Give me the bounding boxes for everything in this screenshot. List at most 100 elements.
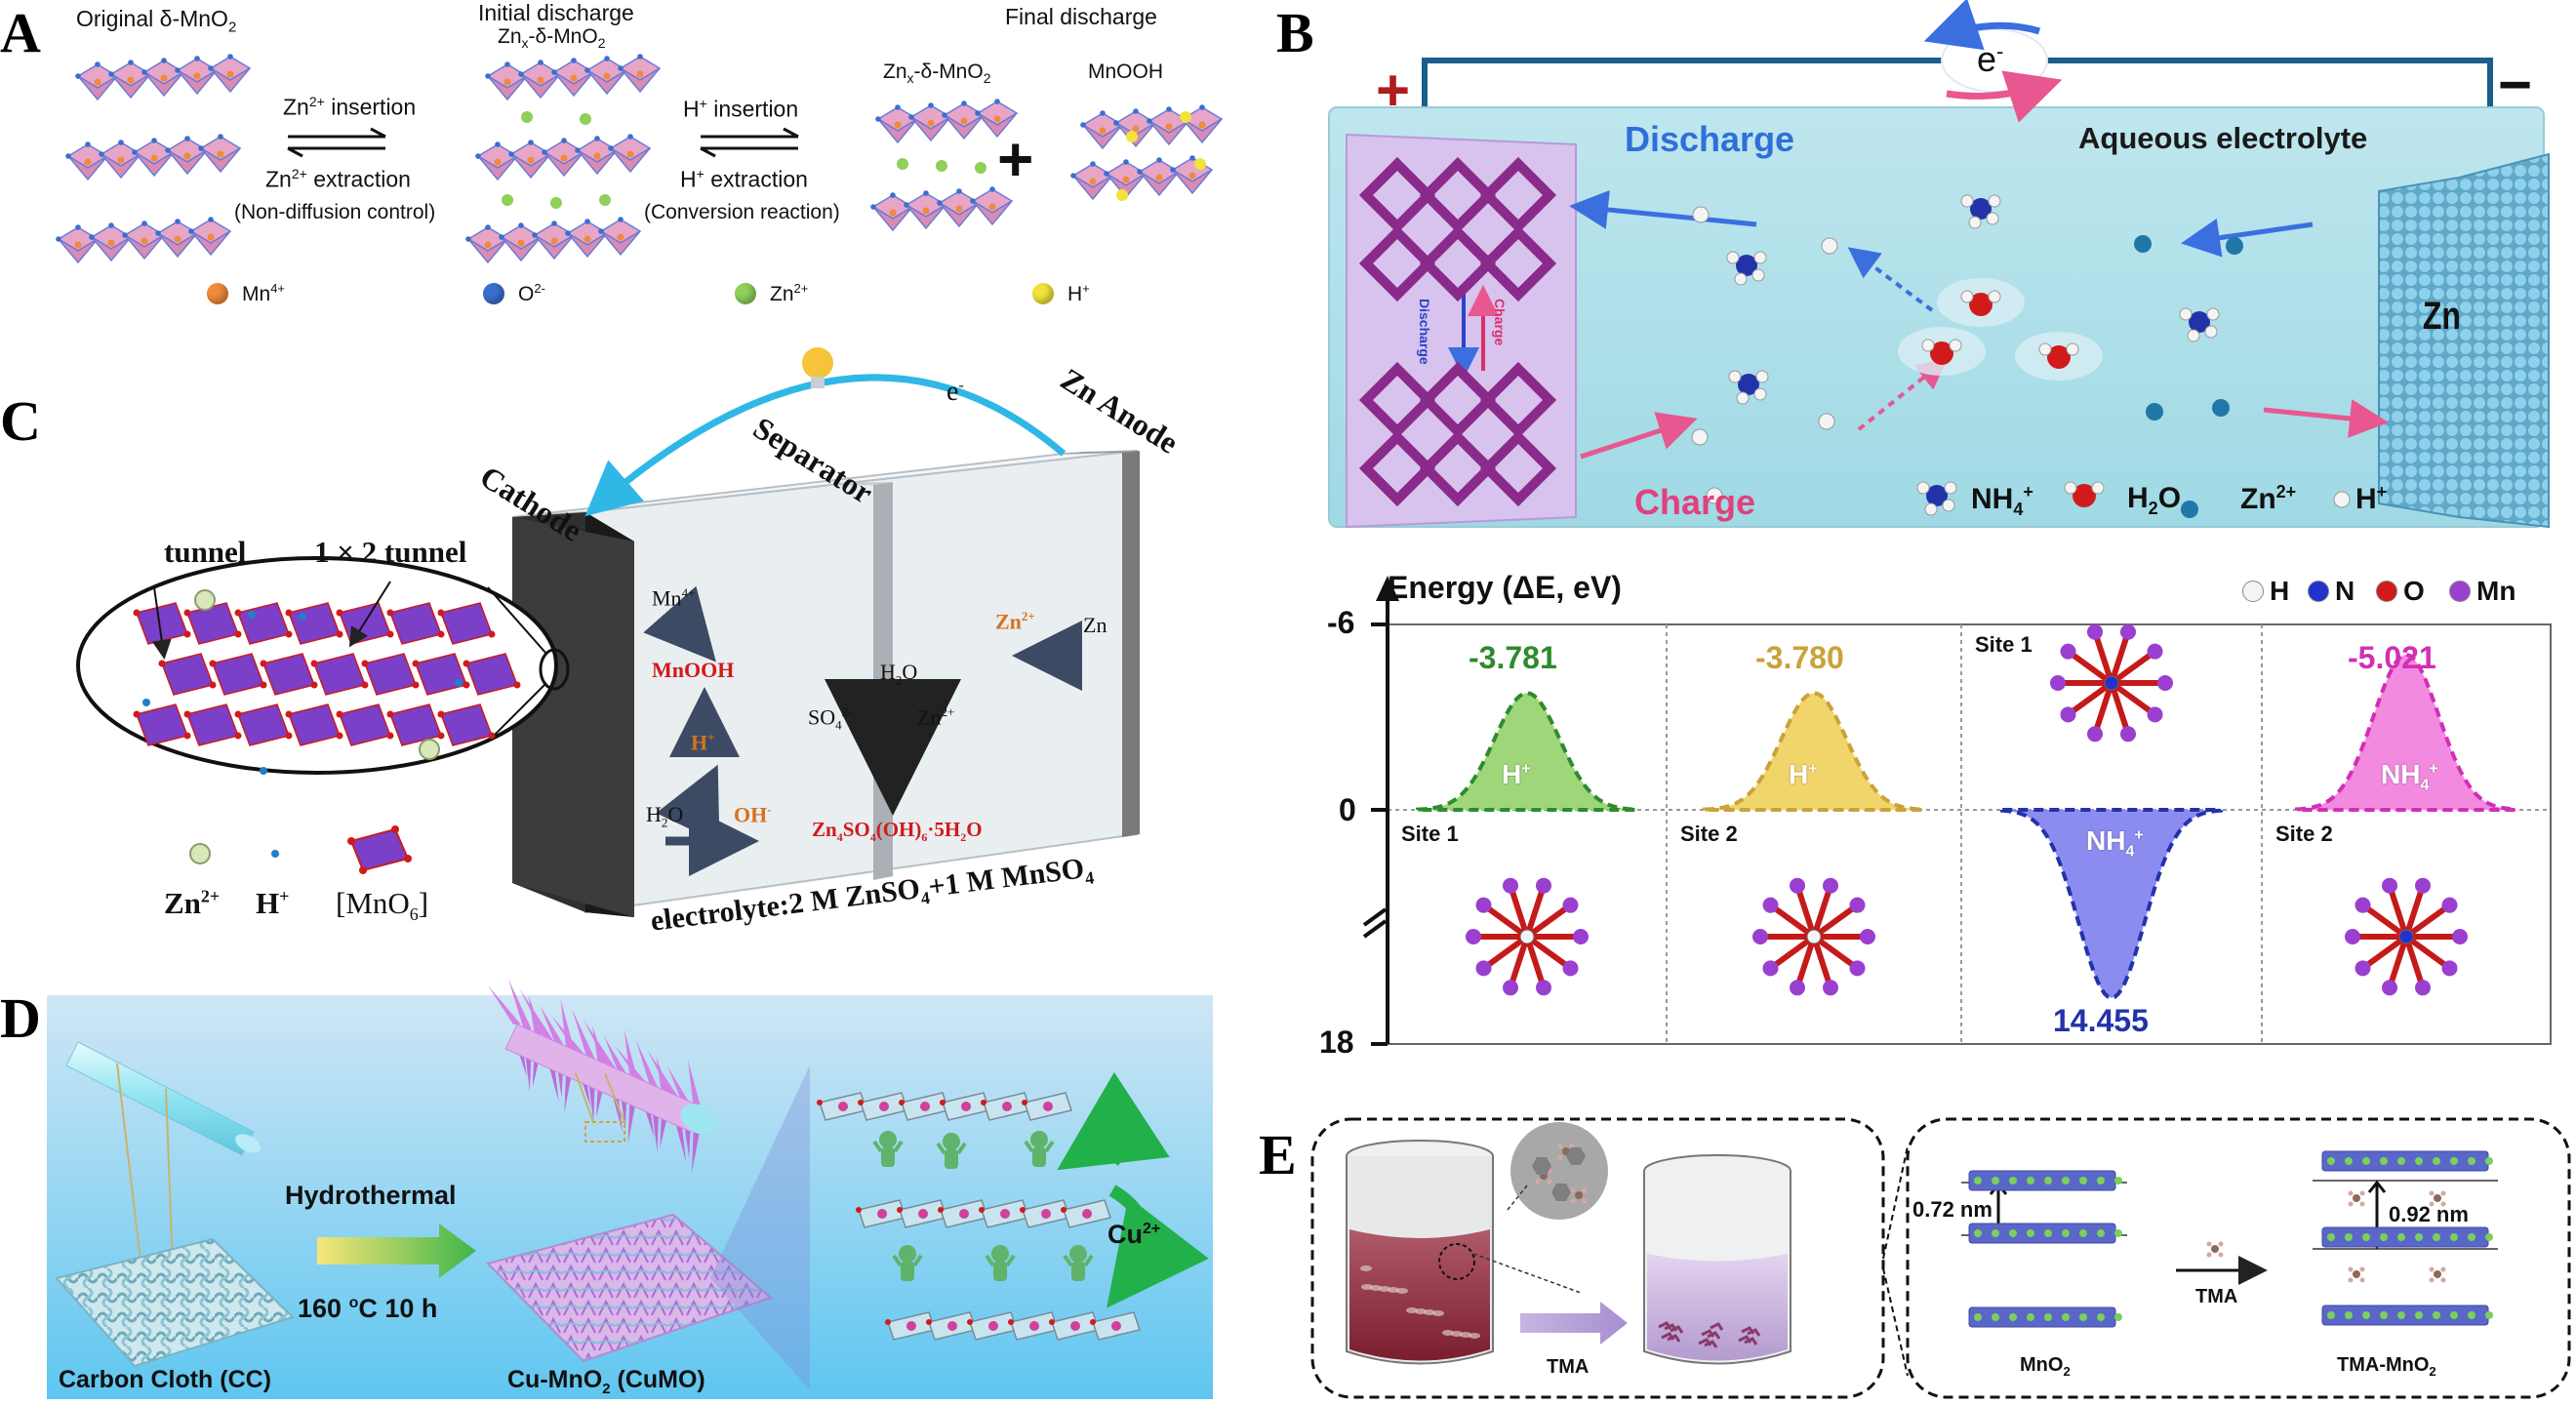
o-atom <box>571 58 577 63</box>
mn-atom <box>960 117 968 125</box>
zn-ion <box>2181 501 2198 518</box>
o-atom <box>1133 108 1139 114</box>
mn-atom <box>617 233 624 241</box>
spike <box>488 985 521 1024</box>
o-atom <box>141 221 147 226</box>
mn-atom <box>955 205 963 213</box>
particle <box>1360 1265 1372 1271</box>
h-ion <box>1691 428 1709 446</box>
h-ion <box>248 611 256 619</box>
c-mnooh: MnOOH <box>652 658 735 682</box>
mn-atom <box>117 156 125 164</box>
mn-atom <box>889 209 897 217</box>
h-ion <box>1180 111 1191 123</box>
o-atom <box>604 56 610 61</box>
mno6-octahedron <box>977 112 1018 139</box>
c-tunnel-label: tunnel <box>164 535 247 569</box>
c-oh: OH- <box>734 802 772 827</box>
mn-atom <box>550 237 558 245</box>
mno6-octahedron <box>610 147 651 174</box>
b-small-discharge: Discharge <box>1417 299 1432 365</box>
c-zn2-right: Zn2+ <box>995 609 1035 634</box>
o-atom <box>1070 173 1076 179</box>
e-tma-left: TMA <box>1547 1356 1590 1378</box>
mno6-octahedron <box>1172 169 1213 195</box>
tma-molecule <box>2429 1190 2446 1207</box>
mno6-octahedron <box>200 147 241 174</box>
o-atom <box>184 136 190 141</box>
legend-item-zn: Zn2+ <box>735 281 808 306</box>
o-atom <box>618 217 624 222</box>
particle <box>1442 1330 1454 1336</box>
o-atom <box>989 186 995 192</box>
o-atom <box>386 609 394 617</box>
mno6-octahedron <box>972 200 1013 226</box>
mn-atom <box>150 154 158 162</box>
mn-atom <box>217 150 224 158</box>
mn-atom <box>636 70 644 78</box>
mn-atom <box>560 154 568 162</box>
nanosheet <box>1704 1340 1718 1348</box>
o-atom <box>412 660 420 667</box>
legend-label: Mn4+ <box>242 281 286 305</box>
mno2-layer <box>2321 1305 2493 1326</box>
panel-letter-b: B <box>1276 1 1314 64</box>
particle <box>1388 1287 1399 1293</box>
d-cc-label: Carbon Cloth (CC) <box>59 1366 272 1393</box>
mn-atom <box>988 203 996 211</box>
o-atom <box>188 228 194 234</box>
c-zn-right: Zn <box>1083 613 1107 637</box>
b-y-zero: 0 <box>1339 792 1356 827</box>
site-crystal <box>1466 877 1589 996</box>
o-atom <box>637 54 643 60</box>
o-atom <box>504 61 510 67</box>
o-atom <box>234 609 242 617</box>
o-atom <box>218 134 223 140</box>
tma-molecule <box>2429 1266 2446 1283</box>
o-atom <box>1156 157 1162 163</box>
o-atom <box>499 234 504 240</box>
mn-framework <box>1358 156 1557 302</box>
spike <box>615 1046 649 1086</box>
h-ion <box>1126 131 1138 142</box>
spike <box>507 979 532 1030</box>
panel-d-scene <box>47 979 1213 1399</box>
mno2-layer <box>875 99 1019 144</box>
legend-item-mn: Mn4+ <box>207 281 285 306</box>
mno2-layer <box>1968 1170 2122 1191</box>
atom-legend-n: N <box>2308 576 2355 607</box>
spike <box>540 1005 564 1045</box>
o-atom <box>970 198 976 204</box>
h-ion <box>1194 158 1206 170</box>
mn-atom <box>74 241 82 249</box>
o-atom <box>208 65 214 71</box>
o-atom <box>1123 159 1129 165</box>
zn-ion <box>599 194 611 206</box>
mn-atom <box>226 70 234 78</box>
o-atom <box>551 69 557 75</box>
atom-label: O <box>2403 576 2425 606</box>
c-tunnel12-label: 1 × 2 tunnel <box>314 535 467 569</box>
h-ion <box>1692 206 1710 223</box>
mno2-layer <box>1070 155 1214 201</box>
d-hydrothermal: Hydrothermal <box>285 1181 457 1210</box>
o-atom <box>437 710 445 718</box>
energy-peak <box>2295 652 2517 812</box>
o-atom <box>508 151 514 157</box>
c-mn4: Mn4+ <box>652 585 696 611</box>
o-atom <box>285 710 293 718</box>
hexagon <box>1532 1157 1551 1175</box>
o-atom <box>495 141 501 147</box>
particle <box>1361 1284 1373 1290</box>
o-atom <box>208 217 214 222</box>
e-d1: 0.72 nm <box>1912 1197 1992 1222</box>
mno2-layer <box>2321 1226 2493 1248</box>
particle <box>1451 1331 1463 1337</box>
o-atom <box>942 112 947 118</box>
particle <box>1469 1333 1480 1339</box>
legend-item-h: H+ <box>1032 281 1090 306</box>
o-atom <box>1166 106 1172 112</box>
stage3-formula: Znx-δ-MnO2 <box>883 60 991 87</box>
mno2-layer <box>475 134 652 181</box>
mn-atom <box>1089 178 1097 185</box>
